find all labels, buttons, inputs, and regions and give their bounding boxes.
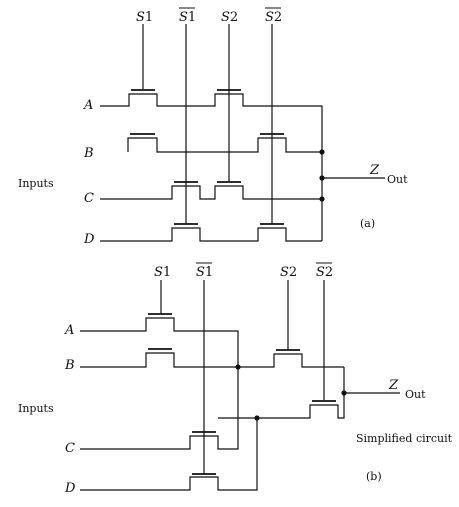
input-label-a-b: A — [64, 323, 74, 338]
caption-a: (a) — [360, 217, 375, 230]
input-label-a-a: A — [83, 98, 93, 113]
select-label-s1-bar-a: S1 — [179, 10, 196, 25]
inputs-label-a: Inputs — [18, 177, 54, 190]
wire-row-a-a — [100, 93, 323, 241]
wire-row-c-b — [80, 367, 239, 450]
input-label-d-a: D — [83, 232, 95, 247]
junction-c-a — [319, 196, 325, 202]
input-label-b-a: B — [83, 146, 94, 161]
output-var-a: Z — [369, 163, 380, 178]
caption-b: (b) — [366, 470, 382, 483]
output-label-b: Out — [405, 388, 426, 401]
wire-row-c-a — [100, 185, 322, 200]
junction-b-a — [319, 149, 325, 155]
output-label-a: Out — [387, 173, 408, 186]
junction-cd-b — [254, 415, 260, 421]
select-label-s2-bar-a: S2 — [265, 10, 282, 25]
wire-row-a-b — [80, 317, 239, 367]
select-label-s1-bar-b: S1 — [196, 265, 213, 280]
circuit-a: S1 S1 S2 S2 A B C D Inputs — [18, 7, 408, 247]
wire-row-d-a — [100, 227, 322, 242]
wire-row-d-b — [80, 418, 258, 491]
input-label-c-a: C — [84, 191, 94, 206]
input-label-b-b: B — [64, 358, 75, 373]
wire-row-b-a — [127, 137, 322, 153]
inputs-label-b: Inputs — [18, 402, 54, 415]
select-label-s1-b: S1 — [154, 265, 171, 280]
wire-row-b-b — [80, 352, 344, 368]
simplified-circuit-note: Simplified circuit — [356, 432, 453, 445]
wire-combined-bottom-b — [218, 367, 345, 419]
circuit-b: S1 S1 S2 S2 A B C D Inputs — [18, 262, 453, 496]
input-label-c-b: C — [65, 441, 75, 456]
select-label-s2-bar-b: S2 — [316, 265, 333, 280]
output-var-b: Z — [388, 378, 399, 393]
select-label-s1-a: S1 — [136, 10, 153, 25]
select-label-s2-b: S2 — [280, 265, 297, 280]
select-label-s2-a: S2 — [221, 10, 238, 25]
input-label-d-b: D — [64, 481, 76, 496]
junction-ab-b — [235, 364, 241, 370]
